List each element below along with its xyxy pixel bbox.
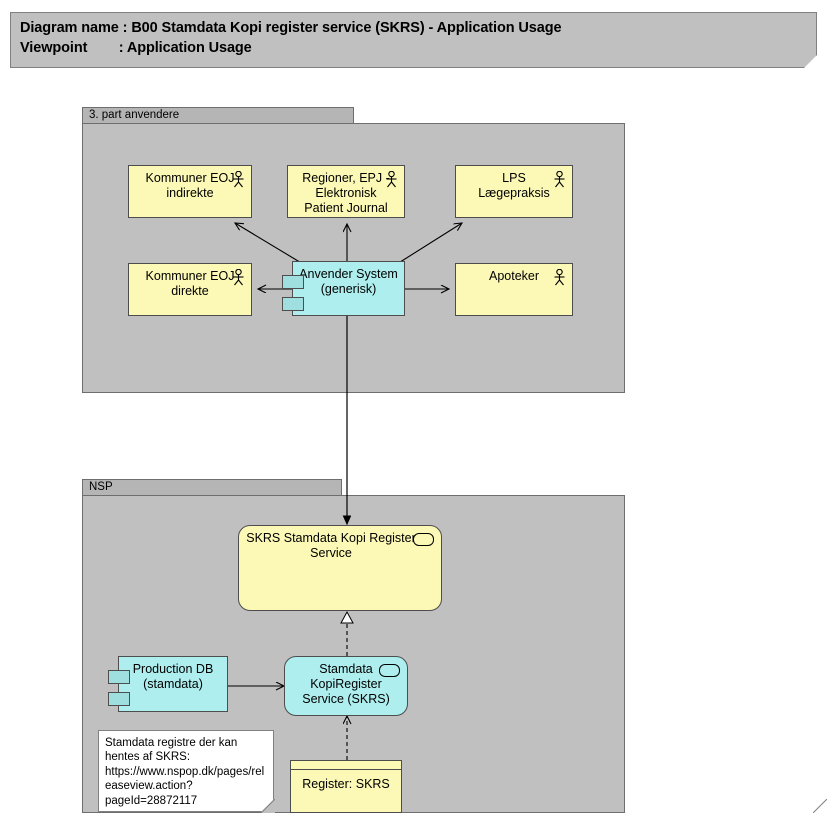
component-tab-upper-icon [282,275,304,289]
node-label: Anvender System (generisk) [299,267,398,296]
group-third-party-tab: 3. part anvendere [82,107,354,124]
actor-icon [386,171,397,188]
banner-fold-corner-icon [813,799,827,813]
note-stamdata-registre: Stamdata registre der kan hentes af SKRS… [98,730,274,812]
node-label: Kommuner EOJ indirekte [145,171,235,200]
group-nsp-tab: NSP [82,479,342,496]
viewpoint-text: Viewpoint : Application Usage [20,40,252,56]
node-label: LPS Lægepraksis [478,171,550,200]
actor-icon [233,171,244,188]
data-object-header-strip [291,761,401,770]
node-lps-laegepraksis[interactable]: LPS Lægepraksis [455,165,573,218]
diagram-title-banner: Diagram name : B00 Stamdata Kopi registe… [10,12,817,68]
group-third-party-body [82,123,625,393]
node-stamdata-kopiregister-service[interactable]: Stamdata KopiRegister Service (SKRS) [284,656,408,716]
node-label: Production DB (stamdata) [132,662,214,691]
node-anvender-system[interactable]: Anvender System (generisk) [282,261,405,316]
actor-icon [233,269,244,286]
group-third-party-label: 3. part anvendere [89,109,180,121]
component-tab-lower-icon [108,692,130,706]
node-label: SKRS Stamdata Kopi Register Service [246,531,416,560]
node-label: Regioner, EPJ - Elektronisk Patient Jour… [302,171,390,215]
node-kommuner-eoj-indirekte[interactable]: Kommuner EOJ indirekte [128,165,252,218]
component-tab-upper-icon [108,670,130,684]
service-icon [413,533,434,546]
node-kommuner-eoj-direkte[interactable]: Kommuner EOJ direkte [128,263,252,316]
node-label: Register: SKRS [302,777,390,791]
node-apoteker[interactable]: Apoteker [455,263,573,316]
actor-icon [554,269,565,286]
node-regioner-epj[interactable]: Regioner, EPJ - Elektronisk Patient Jour… [287,165,405,218]
node-skrs-stamdata-kopi-register-service[interactable]: SKRS Stamdata Kopi Register Service [238,525,442,611]
diagram-name-text: Diagram name : B00 Stamdata Kopi registe… [20,20,562,36]
group-nsp-label: NSP [89,481,113,493]
node-label: Stamdata KopiRegister Service (SKRS) [302,662,390,706]
node-label: Apoteker [488,269,540,283]
node-production-db[interactable]: Production DB (stamdata) [108,656,228,712]
node-register-skrs[interactable]: Register: SKRS [290,760,402,813]
service-icon [379,664,400,677]
node-label: Kommuner EOJ direkte [145,269,235,298]
actor-icon [554,171,565,188]
component-tab-lower-icon [282,297,304,311]
